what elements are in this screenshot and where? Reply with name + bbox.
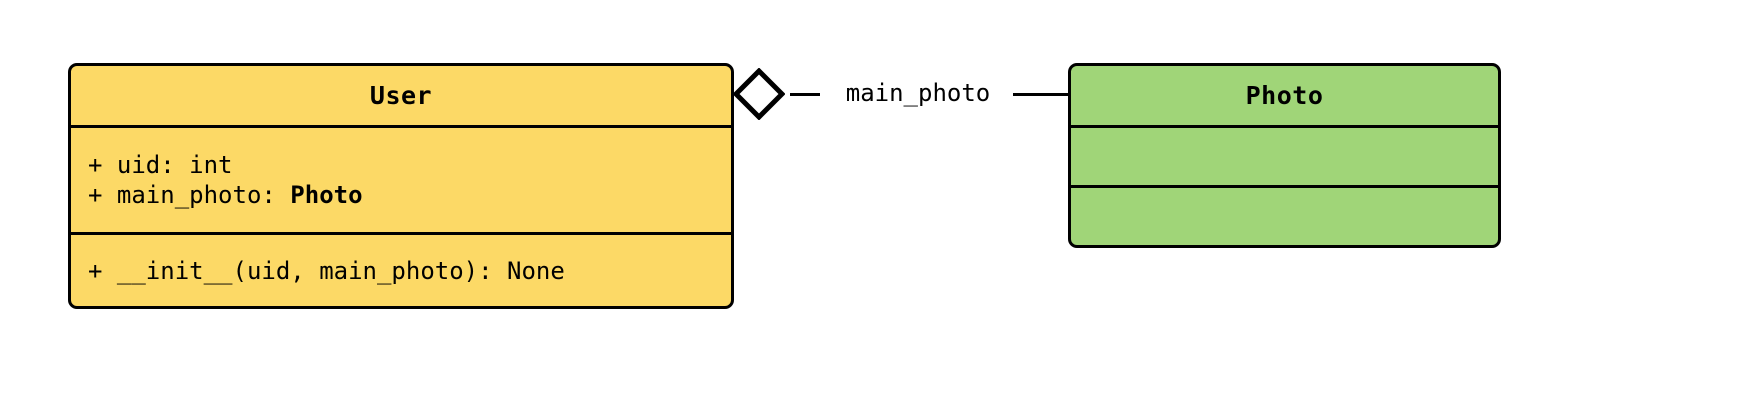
association-line-right [1013, 93, 1069, 96]
class-name-user: User [369, 81, 433, 110]
attribute-main-photo-prefix: + main_photo: [88, 181, 291, 209]
class-name-photo: Photo [1245, 81, 1324, 110]
attribute-main-photo: + main_photo: Photo [88, 180, 731, 210]
class-attributes-compartment-photo [1071, 125, 1498, 185]
class-attributes-compartment-user: + uid: int + main_photo: Photo [71, 125, 731, 232]
class-title-compartment-photo: Photo [1071, 66, 1498, 125]
attribute-uid: + uid: int [88, 151, 233, 179]
class-title-compartment-user: User [71, 66, 731, 125]
class-methods-compartment-photo [1071, 185, 1498, 245]
association-label-main-photo: main_photo [820, 79, 1016, 107]
class-methods-compartment-user: + __init__(uid, main_photo): None [71, 232, 731, 306]
method-init: + __init__(uid, main_photo): None [88, 256, 565, 285]
attribute-main-photo-type: Photo [290, 181, 363, 209]
uml-class-user[interactable]: User + uid: int + main_photo: Photo + __… [68, 63, 734, 309]
uml-class-photo[interactable]: Photo [1068, 63, 1501, 248]
association-line-left [790, 93, 820, 96]
aggregation-diamond-icon [733, 68, 785, 120]
